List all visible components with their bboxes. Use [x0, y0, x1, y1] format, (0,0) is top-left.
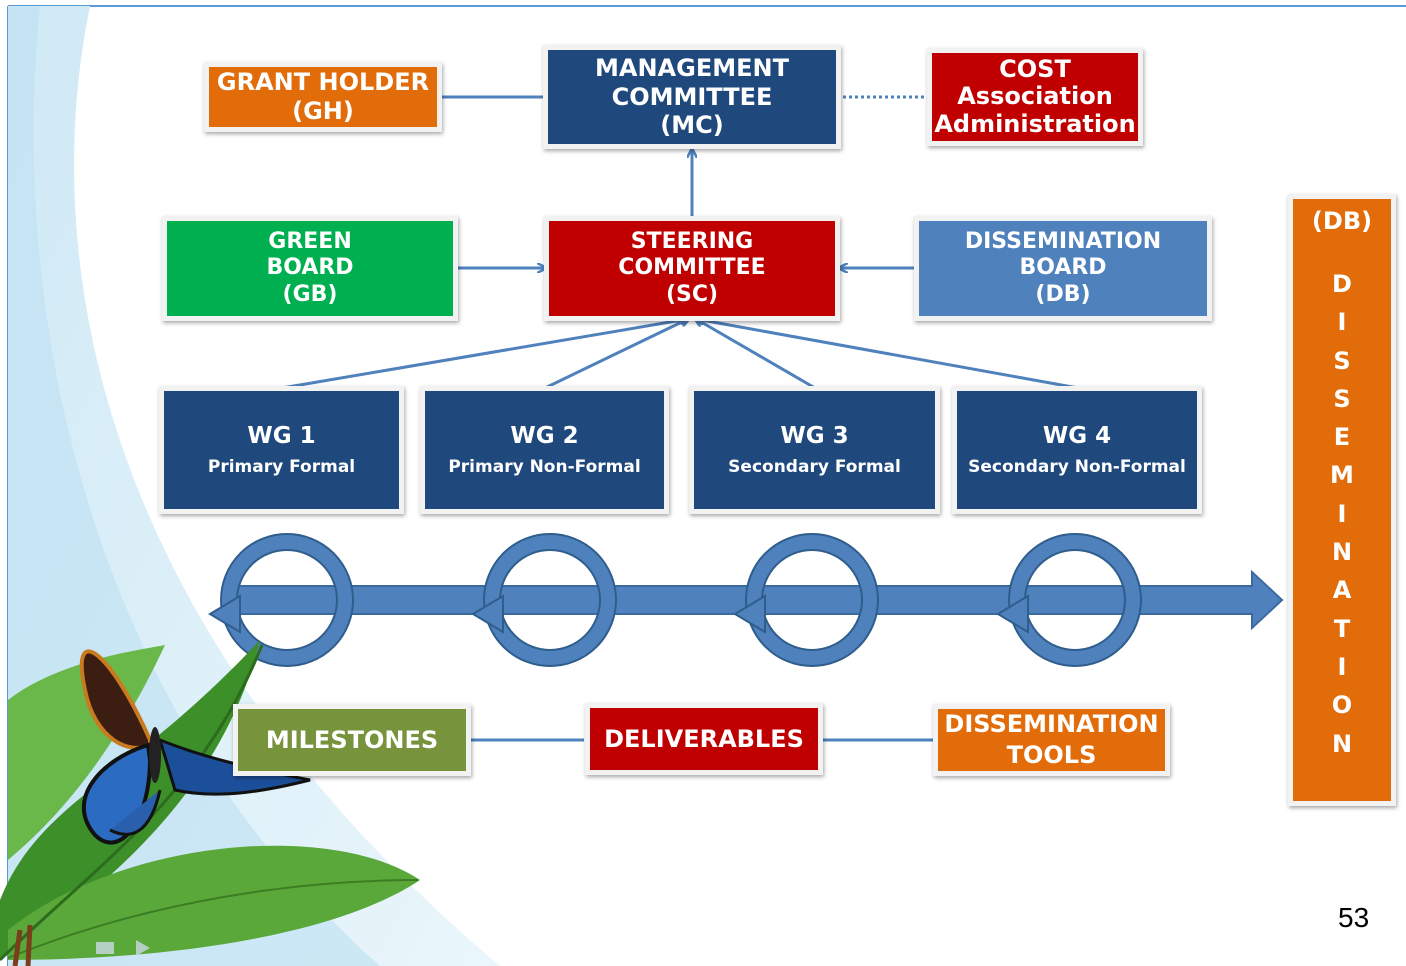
grant-holder-line1: GRANT HOLDER [216, 68, 430, 97]
dt-line1: DISSEMINATION [944, 709, 1159, 738]
grant-holder-line2: (GH) [292, 97, 354, 125]
side-letter: T [1333, 614, 1351, 643]
deliverables-label: DELIVERABLES [604, 724, 804, 753]
wg1-subtitle: Primary Formal [207, 456, 356, 477]
cost-line3: Administration [934, 109, 1136, 138]
page-number: 53 [1338, 902, 1370, 933]
cost-line1: COST [999, 54, 1071, 83]
gb-line2: BOARD [266, 255, 354, 281]
wg4-title: WG 4 [1042, 423, 1112, 449]
cost-line2: Association [957, 82, 1113, 111]
side-letter: S [1333, 384, 1351, 413]
steering-committee-box: STEERING COMMITTEE (SC) [544, 216, 840, 321]
green-board-box: GREEN BOARD (GB) [162, 216, 458, 321]
deliverables-box: DELIVERABLES [585, 703, 823, 775]
wg3-subtitle: Secondary Formal [728, 456, 901, 477]
side-letter: A [1332, 576, 1352, 605]
sc-line1: STEERING [630, 228, 754, 254]
dissemination-tools-box: DISSEMINATION TOOLS [933, 704, 1170, 776]
wg4-box: WG 4 Secondary Non-Formal [952, 386, 1202, 514]
dissemination-vertical-bar: (DB) D I S S E M I N A T I O N [1288, 194, 1396, 806]
side-letter: M [1330, 461, 1354, 490]
side-bar-top: (DB) [1311, 207, 1373, 235]
db-line3: (DB) [1035, 281, 1091, 307]
side-letter: I [1337, 652, 1347, 681]
milestones-box: MILESTONES [233, 704, 471, 776]
wg2-title: WG 2 [510, 423, 579, 449]
connector-lines [281, 95, 1079, 742]
mc-line1: MANAGEMENT [595, 53, 789, 82]
side-letter: S [1333, 346, 1351, 375]
sc-line2: COMMITTEE [618, 255, 766, 281]
side-letter: I [1337, 308, 1347, 337]
butterfly-icon [79, 649, 311, 845]
cost-administration-box: COST Association Administration [927, 48, 1143, 146]
sc-line3: (SC) [665, 281, 719, 307]
wg2-box: WG 2 Primary Non-Formal [420, 386, 669, 514]
gb-line1: GREEN [268, 228, 352, 254]
grant-holder-box: GRANT HOLDER (GH) [204, 62, 442, 132]
dissemination-board-box: DISSEMINATION BOARD (DB) [914, 216, 1212, 321]
wg2-subtitle: Primary Non-Formal [448, 456, 641, 477]
slide-nav-icons [96, 940, 150, 956]
dt-line2: TOOLS [1006, 741, 1097, 769]
process-timeline-arrow [208, 533, 1284, 667]
wg1-title: WG 1 [247, 423, 316, 449]
wg4-subtitle: Secondary Non-Formal [968, 456, 1186, 477]
management-committee-box: MANAGEMENT COMMITTEE (MC) [543, 45, 841, 149]
wg1-box: WG 1 Primary Formal [159, 386, 404, 514]
gb-line3: (GB) [282, 281, 338, 307]
side-letter: N [1331, 538, 1353, 567]
wg3-box: WG 3 Secondary Formal [689, 386, 940, 514]
mc-line3: (MC) [660, 111, 724, 140]
side-letter: I [1337, 499, 1347, 528]
mc-line2: COMMITTEE [611, 82, 773, 111]
milestones-label: MILESTONES [265, 725, 439, 754]
db-line2: BOARD [1019, 255, 1107, 281]
side-letter: D [1332, 270, 1352, 298]
wg3-title: WG 3 [780, 423, 849, 449]
side-letter: N [1331, 729, 1353, 758]
side-letter: O [1331, 691, 1353, 720]
side-letter: E [1333, 423, 1351, 452]
db-line1: DISSEMINATION [964, 228, 1162, 254]
